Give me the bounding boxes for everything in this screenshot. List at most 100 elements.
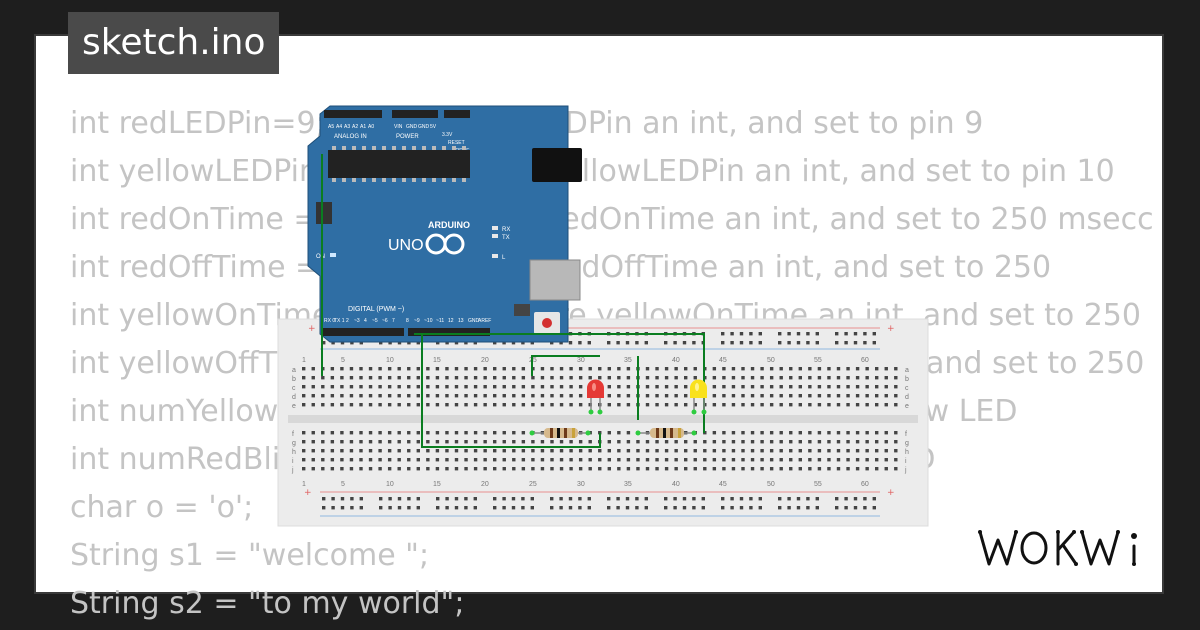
breadboard-hole[interactable] bbox=[760, 431, 764, 435]
breadboard-hole[interactable] bbox=[454, 449, 459, 453]
breadboard-hole[interactable] bbox=[644, 506, 648, 510]
breadboard-hole[interactable] bbox=[550, 506, 554, 510]
breadboard-hole[interactable] bbox=[387, 440, 392, 444]
breadboard-hole[interactable] bbox=[758, 506, 762, 510]
breadboard-hole[interactable] bbox=[407, 440, 411, 444]
breadboard-hole[interactable] bbox=[435, 376, 440, 380]
breadboard-hole[interactable] bbox=[712, 431, 717, 435]
breadboard-hole[interactable] bbox=[787, 341, 791, 345]
breadboard-hole[interactable] bbox=[730, 497, 734, 501]
breadboard-hole[interactable] bbox=[493, 376, 497, 380]
breadboard-hole[interactable] bbox=[635, 497, 639, 501]
breadboard-hole[interactable] bbox=[625, 341, 630, 345]
breadboard-hole[interactable] bbox=[531, 458, 535, 462]
breadboard-hole[interactable] bbox=[875, 431, 879, 435]
breadboard-hole[interactable] bbox=[340, 376, 344, 380]
breadboard-hole[interactable] bbox=[578, 467, 583, 471]
breadboard-hole[interactable] bbox=[769, 467, 774, 471]
breadboard-hole[interactable] bbox=[865, 449, 869, 453]
breadboard-hole[interactable] bbox=[731, 403, 736, 407]
breadboard-hole[interactable] bbox=[798, 367, 802, 371]
breadboard-hole[interactable] bbox=[721, 341, 725, 345]
breadboard-hole[interactable] bbox=[703, 449, 707, 453]
breadboard-hole[interactable] bbox=[827, 431, 831, 435]
breadboard-hole[interactable] bbox=[664, 367, 669, 371]
breadboard-hole[interactable] bbox=[750, 467, 755, 471]
breadboard-hole[interactable] bbox=[550, 467, 554, 471]
breadboard-hole[interactable] bbox=[712, 385, 717, 389]
breadboard-hole[interactable] bbox=[674, 458, 678, 462]
breadboard-hole[interactable] bbox=[454, 431, 459, 435]
breadboard-hole[interactable] bbox=[330, 403, 335, 407]
breadboard-hole[interactable] bbox=[493, 467, 497, 471]
breadboard-hole[interactable] bbox=[693, 467, 697, 471]
breadboard-hole[interactable] bbox=[559, 341, 563, 345]
breadboard-hole[interactable] bbox=[844, 497, 848, 501]
breadboard-hole[interactable] bbox=[473, 497, 477, 501]
breadboard-hole[interactable] bbox=[416, 449, 420, 453]
breadboard-hole[interactable] bbox=[789, 440, 793, 444]
breadboard-hole[interactable] bbox=[674, 449, 678, 453]
breadboard-hole[interactable] bbox=[530, 506, 534, 510]
breadboard-hole[interactable] bbox=[407, 367, 411, 371]
breadboard-hole[interactable] bbox=[454, 467, 459, 471]
breadboard-hole[interactable] bbox=[758, 341, 762, 345]
breadboard-hole[interactable] bbox=[330, 458, 335, 462]
breadboard-hole[interactable] bbox=[311, 385, 315, 389]
breadboard-hole[interactable] bbox=[674, 403, 678, 407]
breadboard-hole[interactable] bbox=[349, 367, 354, 371]
breadboard-hole[interactable] bbox=[806, 332, 810, 336]
breadboard-hole[interactable] bbox=[416, 506, 420, 510]
breadboard-hole[interactable] bbox=[684, 440, 688, 444]
breadboard-hole[interactable] bbox=[598, 367, 602, 371]
breadboard-hole[interactable] bbox=[607, 458, 611, 462]
breadboard-hole[interactable] bbox=[769, 458, 774, 462]
breadboard-hole[interactable] bbox=[321, 376, 325, 380]
breadboard-hole[interactable] bbox=[502, 341, 506, 345]
breadboard-hole[interactable] bbox=[674, 367, 678, 371]
breadboard-hole[interactable] bbox=[359, 403, 363, 407]
breadboard-hole[interactable] bbox=[578, 385, 583, 389]
breadboard-hole[interactable] bbox=[673, 341, 677, 345]
breadboard-hole[interactable] bbox=[645, 394, 650, 398]
breadboard-hole[interactable] bbox=[435, 449, 440, 453]
breadboard-hole[interactable] bbox=[760, 385, 764, 389]
breadboard-hole[interactable] bbox=[865, 458, 869, 462]
breadboard-hole[interactable] bbox=[502, 431, 506, 435]
breadboard-hole[interactable] bbox=[865, 376, 869, 380]
breadboard-hole[interactable] bbox=[645, 449, 650, 453]
breadboard-hole[interactable] bbox=[464, 367, 468, 371]
breadboard-hole[interactable] bbox=[569, 376, 573, 380]
breadboard-hole[interactable] bbox=[796, 341, 801, 345]
breadboard-hole[interactable] bbox=[894, 458, 898, 462]
breadboard-hole[interactable] bbox=[693, 458, 697, 462]
breadboard-hole[interactable] bbox=[779, 376, 783, 380]
breadboard-hole[interactable] bbox=[836, 385, 841, 389]
breadboard-hole[interactable] bbox=[311, 449, 315, 453]
breadboard-hole[interactable] bbox=[617, 449, 621, 453]
breadboard-hole[interactable] bbox=[730, 332, 734, 336]
breadboard-hole[interactable] bbox=[750, 403, 755, 407]
breadboard-hole[interactable] bbox=[789, 367, 793, 371]
breadboard-hole[interactable] bbox=[760, 440, 764, 444]
breadboard-hole[interactable] bbox=[578, 506, 582, 510]
breadboard-hole[interactable] bbox=[464, 394, 468, 398]
breadboard-hole[interactable] bbox=[817, 440, 822, 444]
breadboard-hole[interactable] bbox=[378, 467, 382, 471]
breadboard-hole[interactable] bbox=[521, 367, 526, 371]
breadboard-hole[interactable] bbox=[416, 403, 420, 407]
breadboard-hole[interactable] bbox=[521, 431, 526, 435]
breadboard-hole[interactable] bbox=[578, 376, 583, 380]
breadboard-hole[interactable] bbox=[769, 440, 774, 444]
breadboard-hole[interactable] bbox=[368, 431, 373, 435]
breadboard-hole[interactable] bbox=[769, 376, 774, 380]
breadboard-hole[interactable] bbox=[835, 506, 839, 510]
breadboard-hole[interactable] bbox=[739, 497, 744, 501]
breadboard-hole[interactable] bbox=[359, 394, 363, 398]
reset-button-cap[interactable] bbox=[542, 318, 552, 328]
breadboard-hole[interactable] bbox=[502, 367, 506, 371]
breadboard-hole[interactable] bbox=[378, 440, 382, 444]
breadboard-hole[interactable] bbox=[340, 458, 344, 462]
breadboard-hole[interactable] bbox=[493, 449, 497, 453]
breadboard-hole[interactable] bbox=[368, 394, 373, 398]
